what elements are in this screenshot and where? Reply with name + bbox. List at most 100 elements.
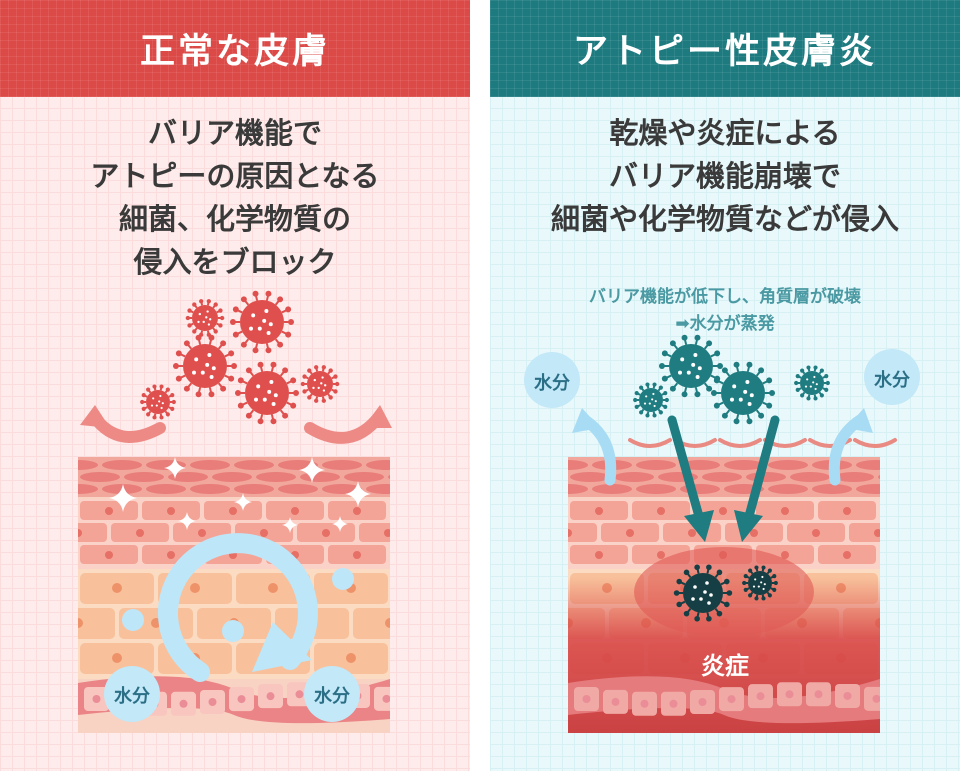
virus-spike-tip (794, 380, 799, 386)
virus-dot (707, 601, 711, 605)
cell-nucleus (524, 653, 534, 663)
virus-spike-tip (634, 391, 639, 396)
virus-dot (732, 384, 737, 389)
virus-dot (160, 406, 163, 410)
virus-spike-tip (240, 296, 247, 303)
skin-cell (390, 501, 448, 520)
cell-nucleus (953, 618, 960, 628)
virus-spike-tip (748, 593, 753, 598)
virus-spike-tip (220, 385, 227, 392)
virus-dot (200, 370, 205, 375)
invasion-arrow (667, 415, 705, 525)
virus-spike-tip (769, 390, 776, 396)
virus-icon (172, 334, 238, 398)
virus-spike-tip (277, 296, 284, 303)
atopic-skin-illustration (508, 334, 960, 733)
cell-nucleus (568, 529, 572, 537)
virus-spike-tip (806, 396, 811, 401)
virus-spike-tip (321, 365, 326, 370)
cell-nucleus (785, 690, 794, 699)
keratin-cell (80, 472, 120, 482)
virus-dot (159, 394, 162, 398)
virus-spike-tip (290, 402, 297, 409)
virus-dot (749, 393, 754, 398)
cell-nucleus (322, 529, 330, 537)
keratin-cell (124, 472, 164, 482)
virus-spike-tip (673, 590, 680, 596)
virus-spike-tip (766, 402, 773, 409)
cell-nucleus (105, 551, 113, 559)
keratin-cell (102, 460, 142, 470)
virus-spike-tip (658, 363, 665, 369)
virus-dot (158, 400, 161, 403)
virus-spike-tip (228, 350, 235, 357)
virus-spike-tip (706, 615, 712, 622)
virus-dot (264, 309, 269, 313)
virus-spike-tip (265, 347, 272, 354)
virus-spike-tip (676, 601, 683, 608)
virus-spike-tip (819, 368, 824, 373)
virus-dot (709, 593, 713, 597)
skin-cell (431, 608, 470, 639)
keratin-cell (570, 472, 610, 482)
virus-spike-tip (218, 308, 223, 313)
cell-nucleus (198, 529, 206, 537)
virus-spike-tip (141, 406, 146, 411)
skin-cell (942, 501, 960, 520)
broken-corneum (718, 438, 762, 448)
cell-nucleus (914, 583, 924, 593)
virus-dot (198, 312, 201, 316)
cell-nucleus (657, 551, 665, 559)
virus-spike-tip (293, 390, 300, 396)
arrowhead (572, 408, 600, 433)
keratin-cell (14, 460, 54, 470)
skin-cell (568, 523, 597, 542)
virus-body (240, 300, 284, 344)
skin-cell (508, 545, 566, 564)
virus-spike-tip (723, 578, 730, 585)
virus-spike-tip (733, 418, 740, 425)
virus-dot (754, 578, 757, 581)
keratin-cell (768, 460, 808, 470)
broken-corneum (808, 438, 852, 448)
water-bubble (104, 666, 160, 722)
note-line: ➡水分が蒸発 (675, 314, 775, 334)
virus-dot (680, 357, 685, 362)
virus-spike-tip (300, 381, 306, 387)
cell-nucleus (382, 694, 390, 703)
skin-cell (508, 501, 566, 520)
desc-line: 侵入をブロック (133, 245, 337, 279)
virus-spike-tip (710, 390, 717, 396)
virus-spike-tip (663, 391, 668, 396)
virus-dot (268, 322, 273, 327)
virus-spike-tip (213, 302, 218, 307)
virus-spike-tip (767, 593, 772, 598)
virus-spike-tip (694, 564, 700, 571)
cell-nucleus (112, 583, 122, 593)
virus-dot (654, 400, 657, 403)
virus-body (669, 344, 713, 388)
virus-dot (249, 326, 253, 331)
sparkle-icon (299, 457, 325, 483)
cell-nucleus (415, 551, 423, 559)
virus-spike-tip (232, 331, 239, 338)
virus-dot (691, 597, 695, 601)
keratin-cell (812, 484, 852, 494)
virus-spike-tip (706, 385, 713, 392)
virus-dot (651, 398, 654, 401)
skin-cell (359, 523, 390, 542)
cell-nucleus (463, 618, 470, 628)
arrowhead (80, 405, 110, 428)
cell-nucleus (208, 697, 217, 706)
virus-body (800, 371, 824, 395)
water-droplet (122, 609, 144, 631)
skin-cell (452, 545, 470, 564)
virus-spike-tip (175, 350, 182, 357)
cell-nucleus (384, 529, 390, 537)
virus-spike-tip (639, 385, 644, 390)
virus-spike-tip (694, 615, 700, 622)
virus-dot (815, 383, 818, 386)
virus-dot (271, 402, 276, 406)
cell-nucleus (353, 507, 361, 515)
broken-corneum (628, 438, 672, 448)
